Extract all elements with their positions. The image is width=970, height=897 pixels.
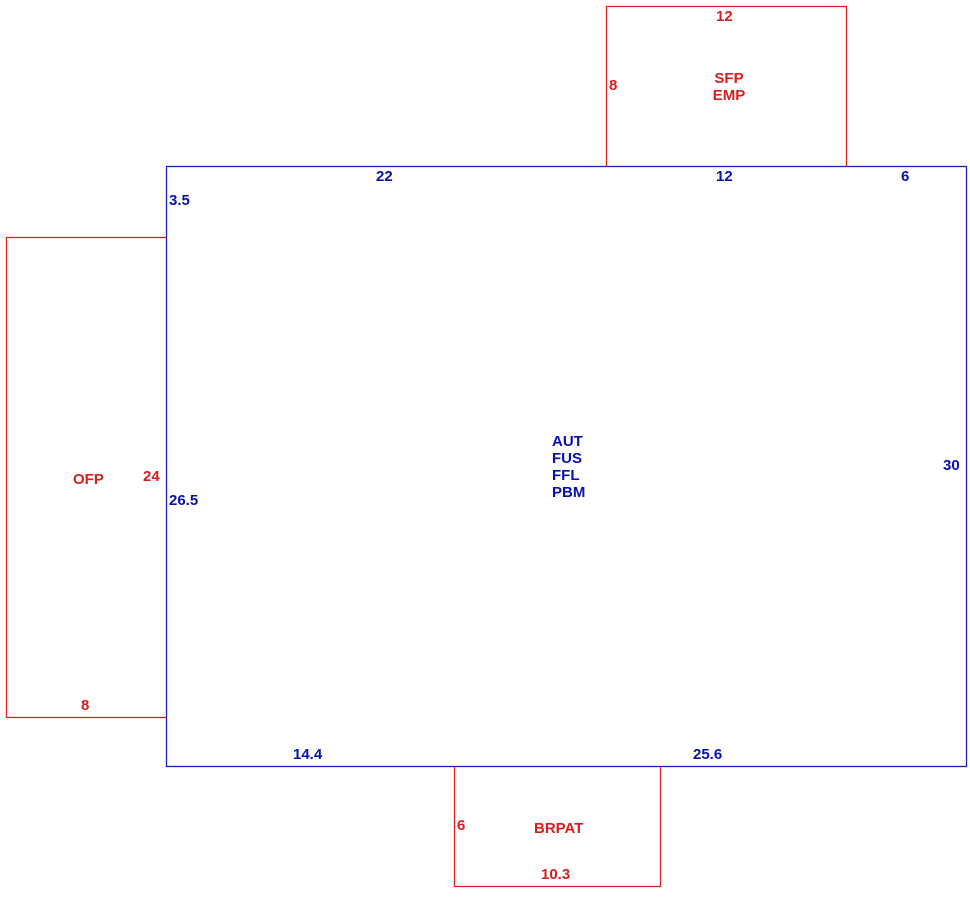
main-area-codes: AUT FUS FFL PBM: [552, 433, 585, 501]
brpat-code: BRPAT: [534, 820, 584, 837]
main-dim-bottom-right: 25.6: [693, 746, 723, 763]
brpat-outline: [453, 766, 662, 888]
main-code-3: FFL: [552, 467, 580, 484]
sfp-codes: SFP EMP: [706, 70, 752, 104]
sfp-code-2: EMP: [712, 87, 746, 104]
brpat-dim-bottom: 10.3: [541, 866, 571, 883]
main-code-4: PBM: [552, 484, 586, 501]
main-dim-right: 30: [943, 457, 960, 474]
ofp-code: OFP: [73, 471, 104, 488]
sfp-dim-left: 8: [609, 77, 618, 94]
main-dim-bottom-left: 14.4: [293, 746, 323, 763]
main-code-1: AUT: [552, 433, 583, 450]
ofp-dim-bottom: 8: [81, 697, 90, 714]
sfp-code-1: SFP: [714, 70, 744, 87]
main-area-outline: [165, 165, 968, 768]
main-dim-top-mid: 12: [716, 168, 733, 185]
sfp-dim-top: 12: [716, 8, 733, 25]
brpat-dim-left: 6: [457, 817, 466, 834]
main-dim-top-right: 6: [901, 168, 910, 185]
main-dim-top-left: 22: [376, 168, 393, 185]
ofp-outline: [5, 236, 167, 719]
main-dim-left-upper: 3.5: [169, 192, 190, 209]
main-dim-left-lower: 26.5: [169, 492, 199, 509]
ofp-dim-right: 24: [143, 468, 160, 485]
main-code-2: FUS: [552, 450, 582, 467]
sfp-outline: [605, 5, 848, 167]
